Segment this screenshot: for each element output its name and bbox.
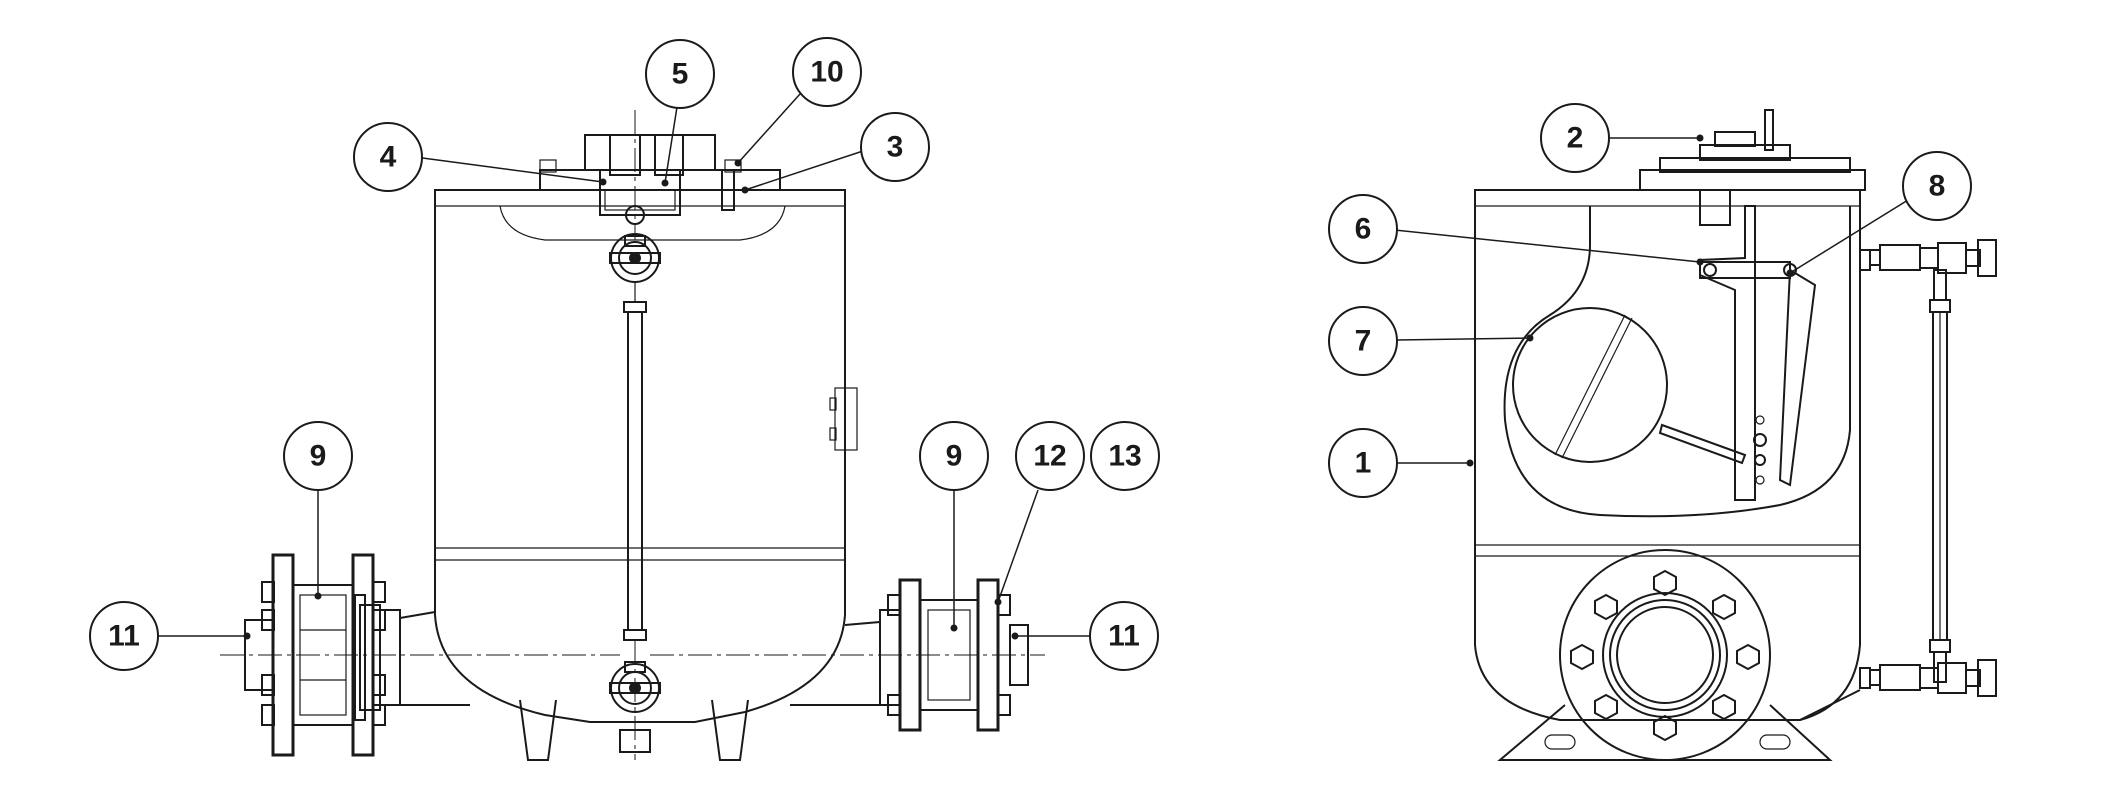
callout-8-label: 8 <box>1929 170 1946 203</box>
callout-6-label: 6 <box>1355 213 1372 246</box>
callout-7-label: 7 <box>1355 325 1372 358</box>
side-tank-shell <box>1474 189 1861 721</box>
callout-4 <box>353 122 423 192</box>
top-valve <box>609 233 661 283</box>
top-cover <box>539 110 781 240</box>
tank-legs <box>519 699 749 761</box>
callout-9-left <box>283 421 353 491</box>
callout-10 <box>792 37 862 107</box>
callout-9-right <box>919 421 989 491</box>
callout-4-label: 4 <box>380 141 397 174</box>
callout-11-right-label: 11 <box>1108 620 1140 653</box>
callout-13-label: 13 <box>1108 440 1141 473</box>
inlet-nozzle <box>220 553 620 757</box>
bottom-valve <box>609 640 661 760</box>
float-lever-mechanism <box>1658 205 1817 501</box>
callout-10-label: 10 <box>810 56 843 89</box>
callout-11-right <box>1089 601 1159 671</box>
callout-12-label: 12 <box>1033 440 1066 473</box>
gauge-glass <box>1799 239 1997 721</box>
tank-body <box>434 189 858 723</box>
side-view <box>1474 109 1997 761</box>
callout-2-label: 2 <box>1567 122 1584 155</box>
sight-tube <box>623 282 647 641</box>
front-view <box>220 110 1045 761</box>
callout-5 <box>645 39 715 109</box>
callout-9-left-label: 9 <box>310 440 327 473</box>
callout-8 <box>1902 151 1972 221</box>
callout-5-label: 5 <box>672 58 689 91</box>
callout-12 <box>1015 421 1085 491</box>
callout-9-right-label: 9 <box>946 440 963 473</box>
callouts: 1 2 3 4 5 6 7 8 <box>89 37 1972 671</box>
side-top-cover <box>1639 109 1866 226</box>
callout-1-label: 1 <box>1355 447 1372 480</box>
callout-2 <box>1540 103 1610 173</box>
callout-7 <box>1328 306 1398 376</box>
outlet-nozzle <box>650 578 1045 732</box>
side-flange <box>1559 549 1771 761</box>
float-ball <box>1512 307 1668 463</box>
callout-11-left <box>89 601 159 671</box>
callout-3 <box>860 112 930 182</box>
callout-1 <box>1328 428 1398 498</box>
side-base <box>1497 704 1833 761</box>
callout-11-left-label: 11 <box>108 620 140 653</box>
callout-3-label: 3 <box>887 131 904 164</box>
callout-13 <box>1090 421 1160 491</box>
callout-6 <box>1328 194 1398 264</box>
